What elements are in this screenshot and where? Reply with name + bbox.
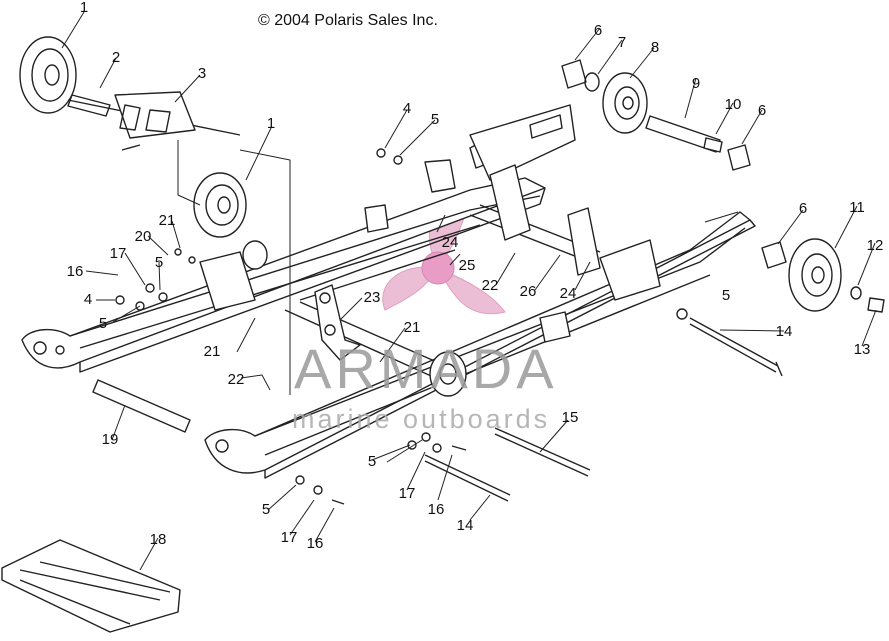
long-bolt-14-right bbox=[689, 317, 783, 377]
right-rail bbox=[204, 211, 756, 479]
callout-label: 1 bbox=[267, 115, 275, 132]
callout-label: 15 bbox=[562, 409, 579, 426]
watermark-tagline-text: marine outboards bbox=[292, 404, 551, 434]
callout-label: 20 bbox=[135, 228, 152, 245]
callout-label: 26 bbox=[520, 283, 537, 300]
callout-label: 24 bbox=[442, 234, 459, 251]
callout-label: 19 bbox=[102, 431, 119, 448]
callout-label: 4 bbox=[403, 100, 411, 117]
leader-lines bbox=[61, 11, 877, 571]
callout-label: 18 bbox=[150, 531, 167, 548]
idler-wheel-11 bbox=[788, 238, 842, 312]
idler-wheel-8 bbox=[602, 72, 648, 134]
callout-label: 14 bbox=[457, 517, 474, 534]
callout-label: 5 bbox=[368, 453, 376, 470]
washer-7 bbox=[584, 72, 600, 92]
watermark-brand-text: ARMADA bbox=[294, 337, 558, 400]
callout-label: 22 bbox=[482, 277, 499, 294]
torque-arm bbox=[314, 284, 361, 361]
callout-label: 22 bbox=[228, 371, 245, 388]
bushing-6-mid bbox=[727, 144, 751, 171]
callout-label: 12 bbox=[867, 237, 884, 254]
bushing-6-right bbox=[761, 241, 787, 269]
rear-plate bbox=[469, 104, 576, 181]
tube-19 bbox=[92, 379, 191, 433]
callout-label: 16 bbox=[307, 535, 324, 552]
callout-label: 3 bbox=[198, 65, 206, 82]
bushing-6-top bbox=[561, 59, 587, 89]
callout-label: 24 bbox=[560, 285, 577, 302]
idler-wheel-1-top bbox=[19, 36, 77, 114]
callout-label: 4 bbox=[84, 291, 92, 308]
axle-bracket-3 bbox=[114, 91, 196, 151]
callout-label: 17 bbox=[110, 245, 127, 262]
callout-label: 6 bbox=[758, 102, 766, 119]
callout-label: 5 bbox=[722, 287, 730, 304]
callout-label: 1 bbox=[80, 0, 88, 16]
callout-label: 7 bbox=[618, 34, 626, 51]
callout-label: 16 bbox=[67, 263, 84, 280]
callout-label: 8 bbox=[651, 39, 659, 56]
skid-plate-18 bbox=[1, 539, 181, 633]
callout-label: 5 bbox=[155, 254, 163, 271]
washer-12 bbox=[850, 286, 862, 300]
callout-label: 16 bbox=[428, 501, 445, 518]
axle-9 bbox=[645, 115, 721, 153]
callout-label: 23 bbox=[364, 289, 381, 306]
hardware-fasteners bbox=[115, 148, 688, 505]
callout-label: 6 bbox=[594, 22, 602, 39]
callout-label: 5 bbox=[262, 501, 270, 518]
callout-label: 25 bbox=[459, 257, 476, 274]
callout-label: 21 bbox=[404, 319, 421, 336]
long-bolt-15 bbox=[494, 427, 591, 477]
idler-wheel-1-center bbox=[193, 172, 247, 238]
callout-label: 5 bbox=[99, 315, 107, 332]
callout-label: 21 bbox=[159, 212, 176, 229]
callout-label: 14 bbox=[776, 323, 793, 340]
callout-label: 13 bbox=[854, 341, 871, 358]
callout-label: 2 bbox=[112, 49, 120, 66]
callout-label: 9 bbox=[692, 75, 700, 92]
spring-brackets bbox=[489, 164, 601, 276]
spacer-10 bbox=[703, 137, 723, 153]
long-bolt-14-lower bbox=[424, 454, 511, 502]
copyright-text: © 2004 Polaris Sales Inc. bbox=[258, 12, 438, 29]
callout-label: 17 bbox=[281, 529, 298, 546]
callout-label: 6 bbox=[799, 200, 807, 217]
callout-label: 21 bbox=[204, 343, 221, 360]
callout-label: 17 bbox=[399, 485, 416, 502]
bolt-13 bbox=[867, 297, 885, 313]
callout-label: 10 bbox=[725, 96, 742, 113]
callout-label: 11 bbox=[849, 199, 865, 216]
callout-label: 5 bbox=[431, 111, 439, 128]
center-roller bbox=[242, 240, 467, 397]
